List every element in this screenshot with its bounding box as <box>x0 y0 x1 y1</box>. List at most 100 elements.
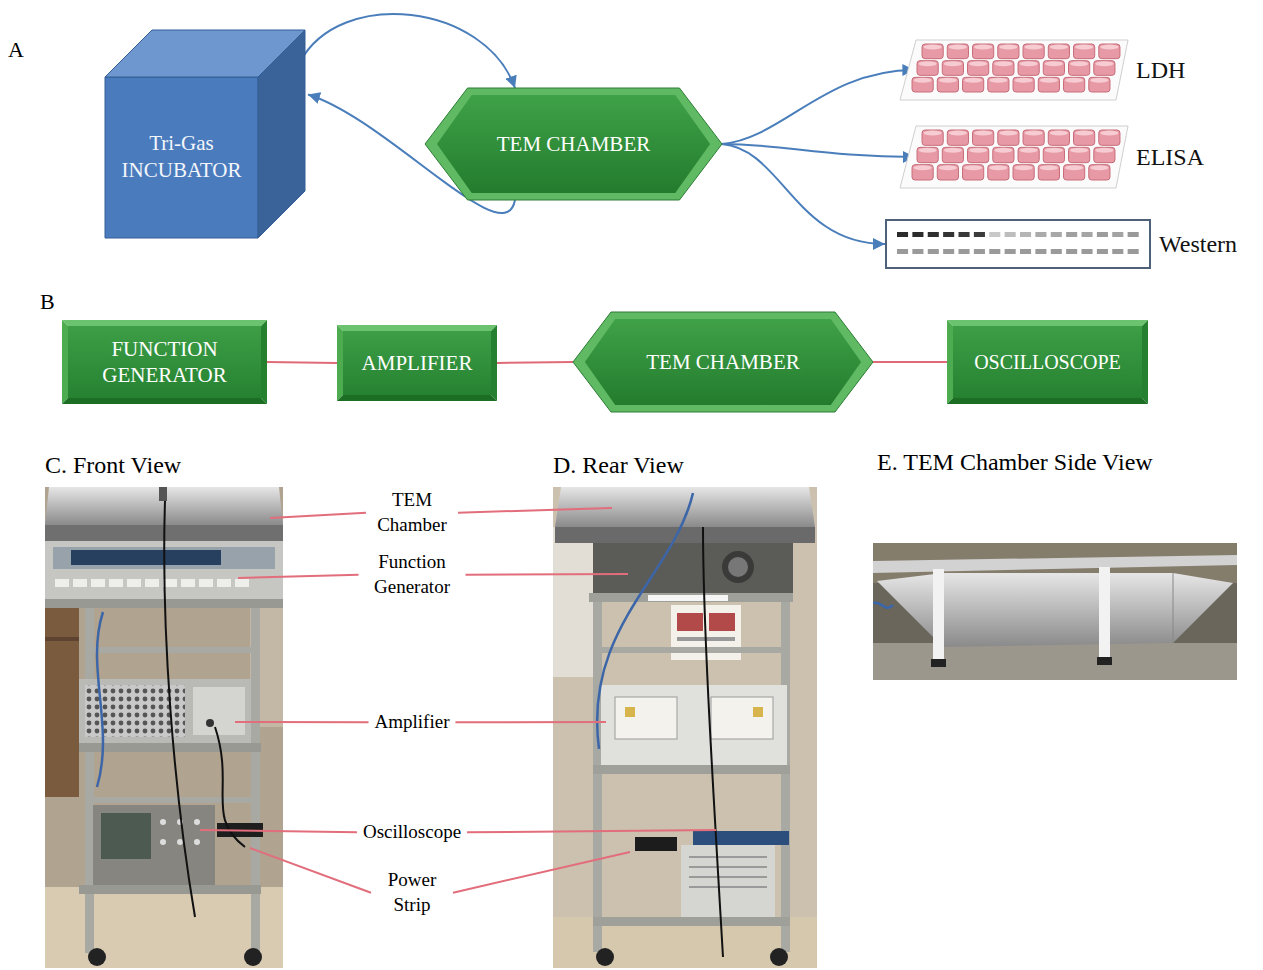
blot-band <box>943 232 954 237</box>
blot-band <box>897 249 908 254</box>
plate-well <box>919 61 937 66</box>
front-view-photo-part <box>88 948 106 966</box>
front-view-photo-part <box>79 679 251 743</box>
device-box: AMPLIFIER <box>337 325 497 401</box>
plate-well <box>1038 165 1059 180</box>
hex-face <box>437 95 710 193</box>
plate-well <box>989 165 1007 170</box>
plate-well <box>912 165 933 180</box>
side-view-photo-part <box>873 555 1237 573</box>
plate-outline <box>900 40 1128 100</box>
front-view-photo-part <box>164 501 195 917</box>
plate-well <box>1064 77 1085 92</box>
node-text: LDH <box>1136 55 1185 85</box>
plate-well <box>994 61 1012 66</box>
blot-band <box>1005 249 1016 254</box>
front-view-photo-part <box>244 948 262 966</box>
plate-well <box>973 44 994 59</box>
front-view-photo-part <box>251 608 260 953</box>
plate-well <box>1075 131 1093 136</box>
plate-well <box>1020 148 1038 153</box>
plate-well <box>917 147 938 162</box>
plate-well <box>1045 61 1063 66</box>
rear-view-photo-part <box>615 697 677 739</box>
chamber-hexagon: TEM CHAMBER <box>573 312 873 412</box>
plate-well <box>942 147 963 162</box>
plate-well <box>1050 45 1068 50</box>
front-view-photo-part-part <box>160 839 166 845</box>
front-view-photo-part <box>45 487 283 968</box>
blot-band <box>974 232 985 237</box>
rear-view-photo-part <box>689 857 767 887</box>
blot-band <box>989 249 1000 254</box>
blot-band <box>1020 232 1031 237</box>
plate-well <box>994 148 1012 153</box>
plate-well <box>1089 77 1110 92</box>
panel-letter: B <box>40 288 55 317</box>
plate-well <box>968 61 989 76</box>
rear-view-photo-part <box>593 917 790 926</box>
shape-part <box>337 325 497 331</box>
plate-well <box>1015 78 1033 83</box>
plate-well <box>969 61 987 66</box>
plate-well <box>924 45 942 50</box>
plate-well <box>1100 45 1118 50</box>
front-view-photo-part-part <box>194 839 200 845</box>
cube-front <box>105 77 258 238</box>
panel-title: C. Front View <box>45 450 181 481</box>
blot-band <box>1020 249 1031 254</box>
front-view-photo-part-part <box>145 579 159 587</box>
leader-lines <box>200 508 716 893</box>
leader-lines-part <box>235 721 369 723</box>
panel-letter: A <box>8 36 24 65</box>
rear-view-photo-part <box>722 551 754 583</box>
front-view-photo-part-part <box>177 839 183 845</box>
front-view-photo-part <box>45 637 79 641</box>
front-view-photo-part <box>97 612 103 787</box>
plate-well <box>944 148 962 153</box>
rear-view-photo-part <box>555 487 815 527</box>
plate-well <box>1095 61 1113 66</box>
side-view-photo <box>873 543 1237 680</box>
rear-view-photo-part <box>625 707 635 717</box>
side-view-photo-part <box>873 643 1237 680</box>
plate-well <box>1099 130 1120 145</box>
blot-band <box>1082 232 1093 237</box>
blot-band <box>897 232 908 237</box>
plate-well <box>999 131 1017 136</box>
blot-band <box>1128 232 1139 237</box>
rear-view-photo-part <box>681 845 775 917</box>
blot-band <box>1097 249 1108 254</box>
rear-view-photo-part <box>589 593 793 602</box>
connector-line <box>497 362 573 363</box>
plate-well <box>937 165 958 180</box>
plate-well <box>988 77 1009 92</box>
plate-well <box>974 131 992 136</box>
front-view-photo-part-part <box>181 579 195 587</box>
node-text: Tri-Gas INCUBATOR <box>105 130 258 183</box>
plate-well <box>924 131 942 136</box>
plate-well <box>919 148 937 153</box>
side-view-photo-part <box>877 573 1233 647</box>
rear-view-photo-part <box>677 613 703 631</box>
rear-view-photo-part <box>693 831 789 845</box>
front-view-photo-part <box>193 687 245 735</box>
front-view-photo <box>45 487 283 968</box>
front-view-photo-part <box>79 885 261 894</box>
shape-part <box>62 320 68 404</box>
plate-well <box>914 78 932 83</box>
rear-view-photo-part <box>593 602 602 952</box>
front-view-photo-part-part <box>55 579 69 587</box>
rear-view-photo-part <box>770 948 788 966</box>
blot-band <box>1035 232 1046 237</box>
blot-band <box>1082 249 1093 254</box>
plate-well <box>1050 131 1068 136</box>
rear-view-photo-part <box>596 948 614 966</box>
plate-outline <box>900 126 1128 188</box>
connector-line <box>873 361 947 363</box>
plate-well <box>1048 130 1069 145</box>
leader-lines-part <box>458 508 612 513</box>
plate-well <box>1040 165 1058 170</box>
shape-part <box>947 320 1148 326</box>
plate-well <box>1099 44 1120 59</box>
